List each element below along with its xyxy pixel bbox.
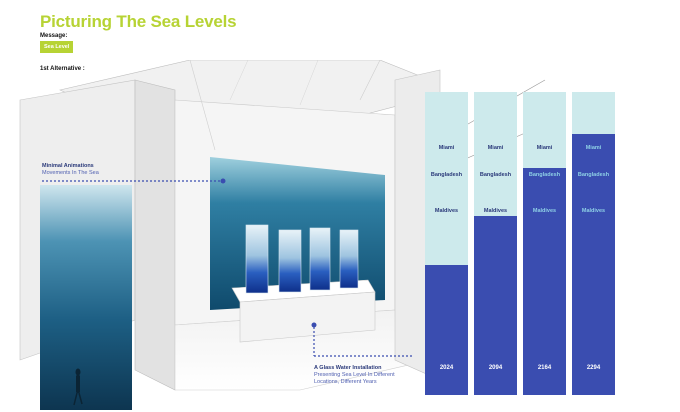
sea-projection-left — [40, 185, 132, 410]
bar-year-label: 2094 — [488, 365, 503, 371]
diver-silhouette — [73, 368, 83, 406]
bar-year-label: 2164 — [537, 365, 552, 371]
bar-location-label: Maldives — [581, 208, 606, 214]
glass-cylinders — [245, 224, 359, 294]
bar-location-label: Bangladesh — [528, 172, 561, 178]
bar-location-label: Maldives — [532, 208, 557, 214]
pedestal-front — [239, 291, 376, 343]
annotation-installation-title: A Glass Water Installation — [314, 365, 382, 371]
bar-location-label: Maldives — [434, 208, 459, 214]
message-label: Message: — [40, 33, 68, 39]
alternative-label: 1st Alternative : — [40, 66, 85, 72]
side-wall — [134, 79, 176, 391]
bar-fill — [425, 264, 468, 395]
annotation-installation-line1: Presenting Sea Level In Different — [314, 371, 395, 378]
bar-year-label: 2294 — [586, 365, 601, 371]
bar-location-label: Miami — [536, 145, 553, 151]
bar-year-label: 2024 — [439, 365, 454, 371]
bar-location-label: Miami — [487, 145, 504, 151]
bar-fill — [523, 167, 566, 395]
page-title: Picturing The Sea Levels — [40, 12, 237, 31]
annotation-animations-title: Minimal Animations — [42, 163, 94, 169]
bar-location-label: Bangladesh — [577, 172, 610, 178]
bar-location-label: Miami — [585, 145, 602, 151]
bar-fill — [572, 134, 615, 395]
bar-location-label: Maldives — [483, 208, 508, 214]
bar-location-label: Miami — [438, 145, 455, 151]
annotation-animations: Minimal Animations Movements In The Sea — [42, 163, 99, 177]
bar-fill — [474, 216, 517, 395]
annotation-installation-line2: Locations, Different Years — [314, 378, 377, 385]
bar-location-label: Bangladesh — [430, 172, 463, 178]
sea-level-badge: Sea Level — [40, 41, 74, 53]
annotation-animations-subtitle: Movements In The Sea — [42, 169, 99, 176]
annotation-installation: A Glass Water Installation Presenting Se… — [314, 365, 395, 386]
bar-location-label: Bangladesh — [479, 172, 512, 178]
